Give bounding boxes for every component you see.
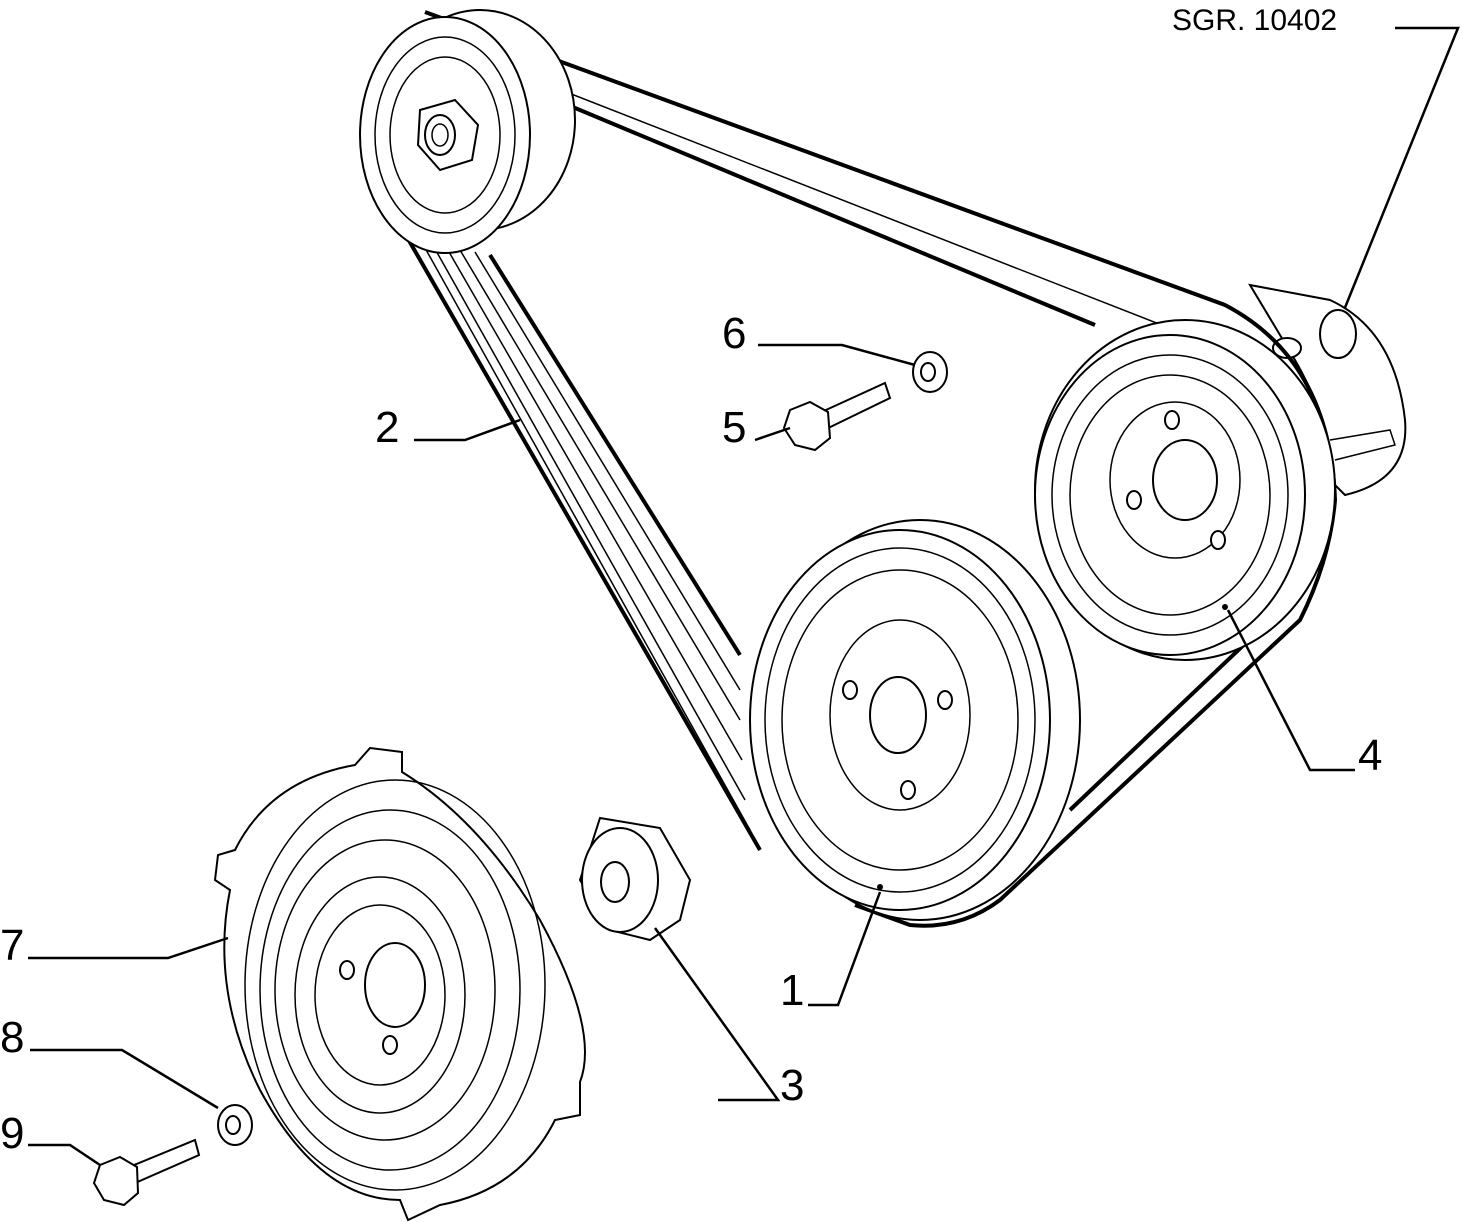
leader-line-8 bbox=[30, 1048, 219, 1110]
bolt-9 bbox=[92, 1138, 201, 1207]
callout-9: 9 bbox=[0, 1109, 24, 1158]
leader-line-9 bbox=[28, 1143, 101, 1167]
pulley-4 bbox=[1034, 319, 1336, 661]
callout-4: 4 bbox=[1358, 731, 1382, 780]
leader-line-2 bbox=[414, 418, 521, 442]
leader-line-7 bbox=[28, 936, 229, 960]
leader-line-6 bbox=[758, 343, 916, 367]
callout-7: 7 bbox=[0, 921, 24, 970]
callout-5: 5 bbox=[722, 403, 746, 452]
washer-6 bbox=[912, 351, 948, 393]
callout-3: 3 bbox=[780, 1061, 804, 1110]
leader-line-5 bbox=[754, 426, 791, 442]
idler-pulley bbox=[359, 9, 576, 254]
washer-8 bbox=[217, 1104, 253, 1146]
reference-leader-line bbox=[1338, 26, 1460, 321]
callout-1: 1 bbox=[780, 966, 804, 1015]
leader-line-1 bbox=[808, 891, 882, 1007]
callout-2: 2 bbox=[375, 403, 399, 452]
reference-code: SGR. 10402 bbox=[1172, 4, 1337, 37]
callout-6: 6 bbox=[722, 309, 746, 358]
pulley-1-point bbox=[877, 884, 883, 890]
callout-8: 8 bbox=[0, 1013, 24, 1062]
bolt-5 bbox=[782, 381, 892, 452]
pulley-1 bbox=[749, 519, 1081, 921]
leader-line-4 bbox=[1226, 609, 1355, 772]
damper-pulley bbox=[213, 746, 586, 1222]
nut-3 bbox=[578, 816, 692, 942]
leader-line-3 bbox=[653, 927, 781, 1102]
pulley-4-point bbox=[1222, 604, 1228, 610]
